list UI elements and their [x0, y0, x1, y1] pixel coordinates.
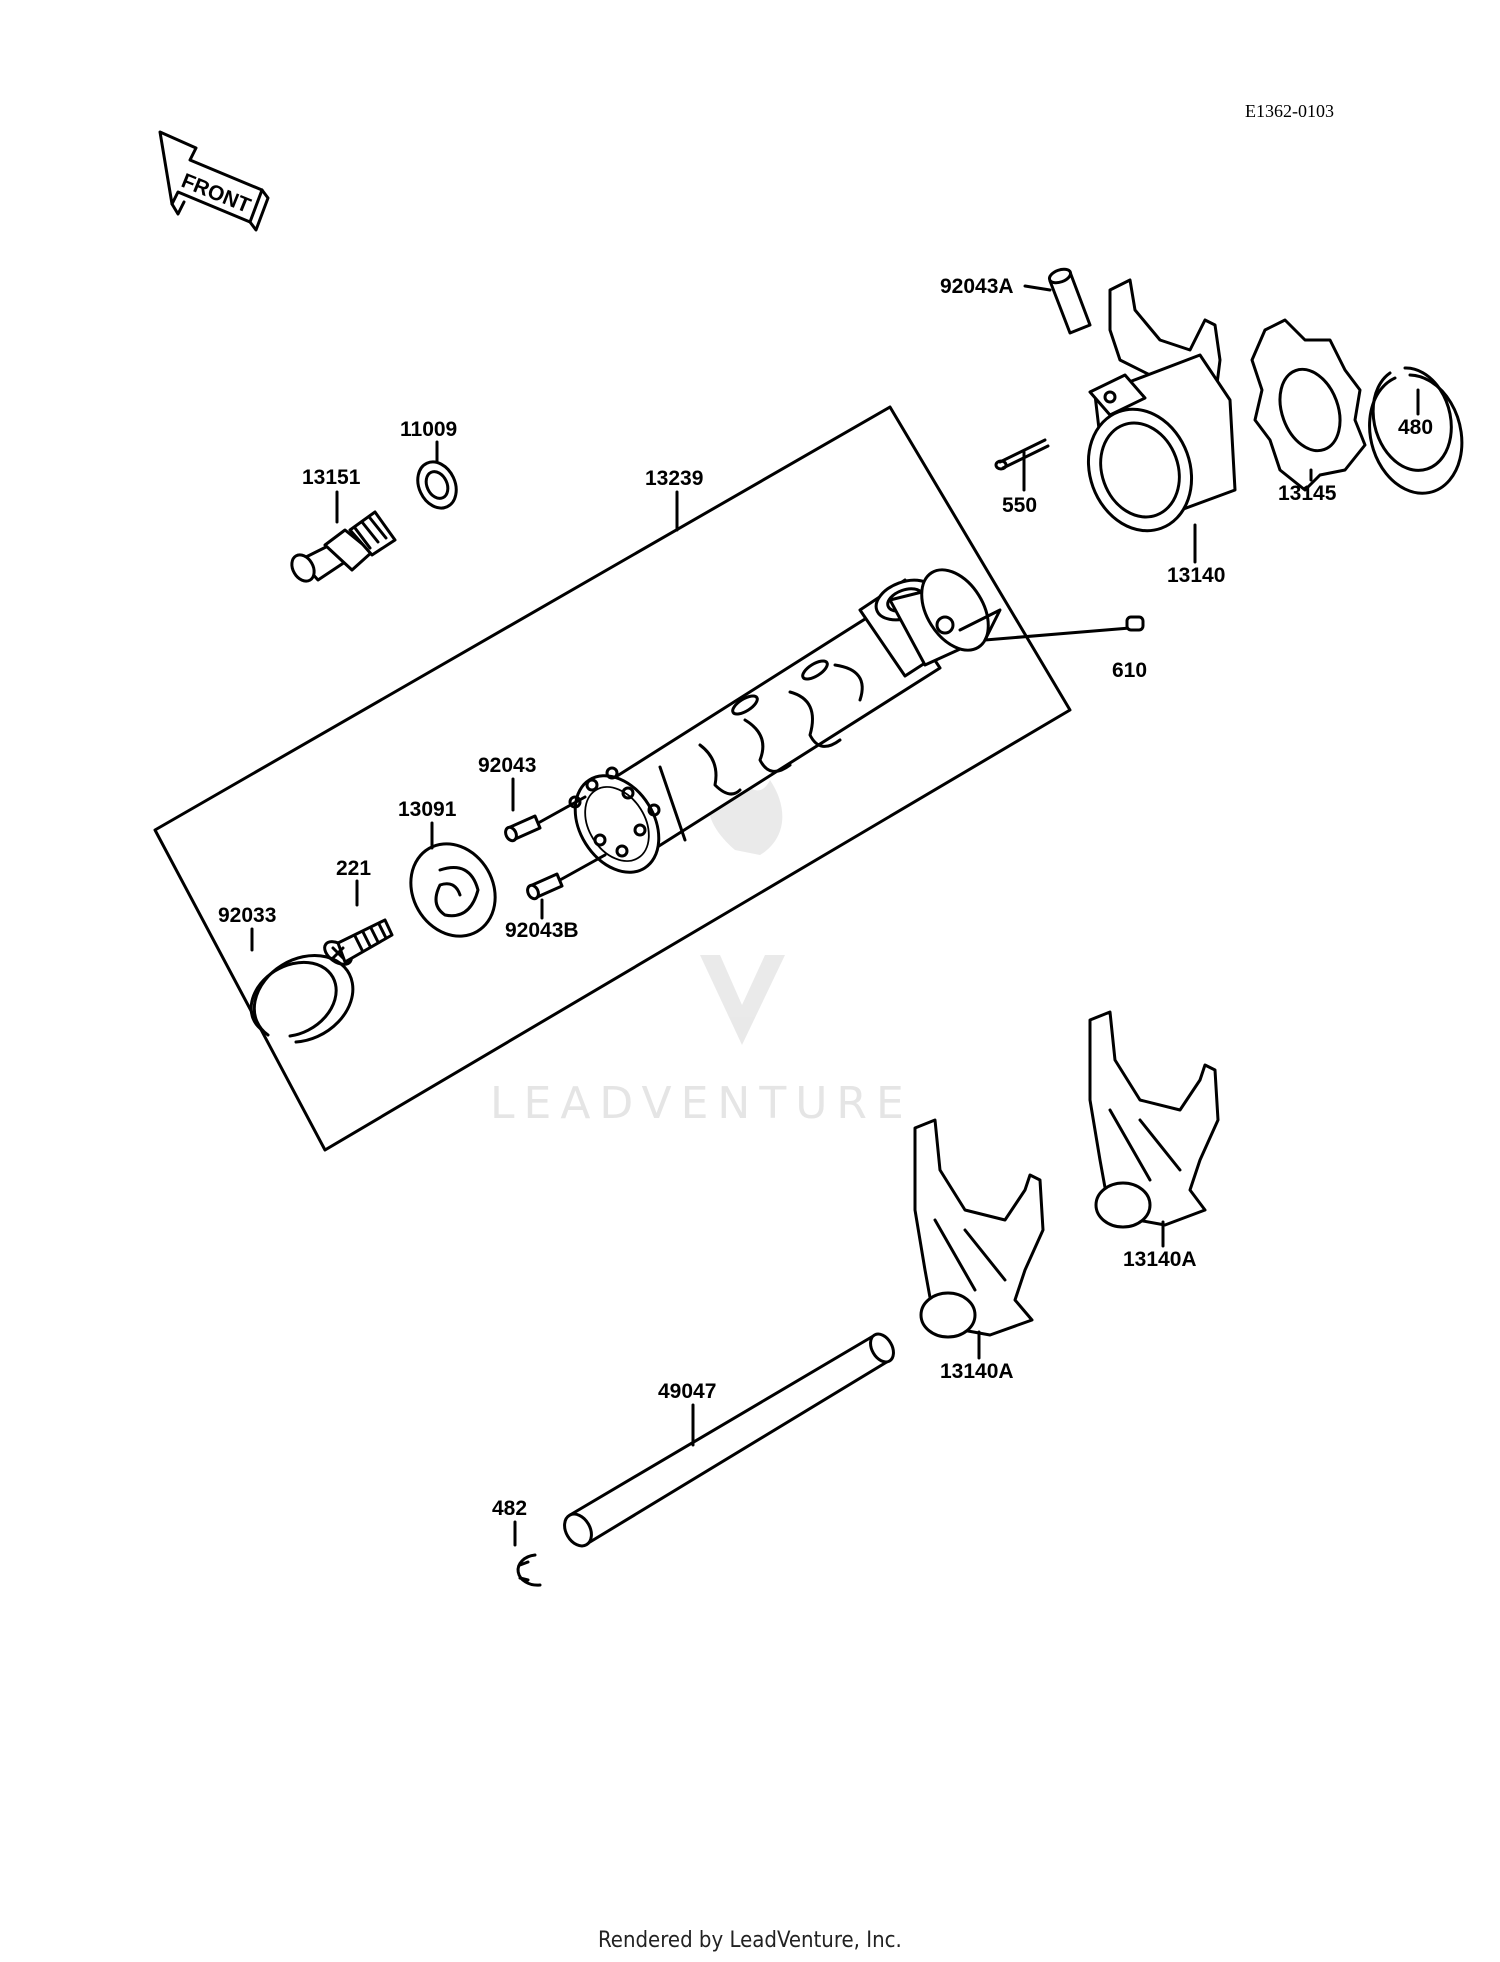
- cotter-pin-550: [994, 438, 1050, 471]
- label-13151: 13151: [302, 466, 361, 489]
- pin-610: [1125, 615, 1145, 632]
- label-92043B: 92043B: [505, 919, 579, 942]
- label-13140: 13140: [1167, 564, 1225, 587]
- shaft-49047: [563, 1332, 895, 1548]
- label-92043A: 92043A: [940, 275, 1014, 298]
- circlip-480: [1368, 366, 1464, 495]
- leadventure-watermark: LEADVENTURE: [490, 760, 913, 1129]
- label-13140A-lower: 13140A: [940, 1360, 1014, 1383]
- label-480: 480: [1398, 416, 1433, 439]
- leader-92043A: [1023, 284, 1052, 292]
- leader-92043B-to-drum: [558, 853, 607, 882]
- pin-92043B: [526, 872, 564, 901]
- label-482: 482: [492, 1497, 527, 1520]
- label-49047: 49047: [658, 1380, 716, 1403]
- label-221: 221: [336, 857, 371, 880]
- shift-fork-13140A-upper: [1088, 1010, 1220, 1229]
- screw-221: [323, 918, 394, 966]
- footer-credit: Rendered by LeadVenture, Inc.: [598, 1928, 902, 1953]
- shift-drum: [568, 568, 1132, 874]
- label-13091: 13091: [398, 798, 457, 821]
- eclip-482: [516, 1553, 542, 1587]
- label-13140A-upper: 13140A: [1123, 1248, 1197, 1271]
- washer-11009: [416, 460, 458, 510]
- watermark-text: LEADVENTURE: [490, 1078, 913, 1129]
- front-arrow-icon: FRONT: [158, 130, 270, 232]
- shift-fork-13140: [1086, 278, 1237, 533]
- neutral-switch-13151: [290, 510, 397, 583]
- label-92043: 92043: [478, 754, 536, 777]
- shift-fork-13140A-lower: [913, 1118, 1045, 1339]
- label-11009: 11009: [400, 418, 457, 441]
- label-550: 550: [1002, 494, 1037, 517]
- label-610: 610: [1112, 659, 1147, 682]
- assembly-enclosure: [153, 405, 1072, 1152]
- label-92033: 92033: [218, 904, 276, 927]
- plate-13091: [409, 842, 497, 938]
- pin-92043A: [1047, 267, 1092, 335]
- plate-13145: [1250, 318, 1367, 492]
- label-13239: 13239: [645, 467, 703, 490]
- leader-92043-to-drum: [538, 795, 587, 824]
- pin-92043: [504, 814, 542, 843]
- label-13145: 13145: [1278, 482, 1337, 505]
- circlip-92033: [249, 954, 355, 1044]
- diagram-code: E1362-0103: [1245, 101, 1334, 121]
